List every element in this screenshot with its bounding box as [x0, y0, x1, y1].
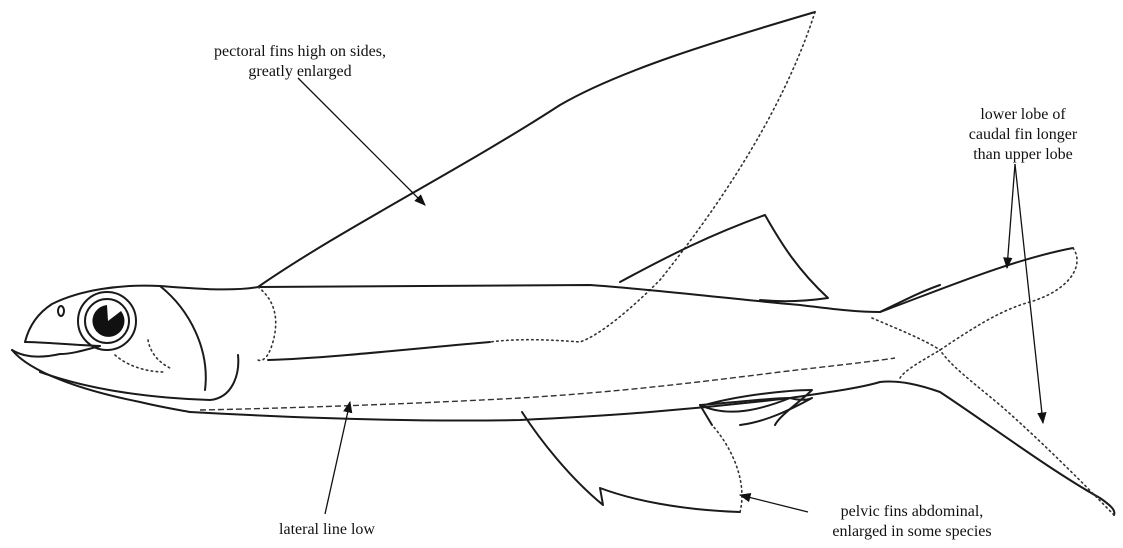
pectoral-pointer	[298, 78, 425, 205]
pectoral-label-line-2: greatly enlarged	[152, 62, 448, 82]
caudal-lower-pointer	[1015, 164, 1043, 423]
pelvic-label-line-2: enlarged in some species	[804, 522, 1020, 542]
caudal-fin-label: lower lobe of caudal fin longer than upp…	[935, 105, 1111, 165]
fish-eye	[78, 292, 136, 350]
caudal-label-line-2: caudal fin longer	[935, 125, 1111, 145]
pelvic-fin-label: pelvic fins abdominal, enlarged in some …	[804, 502, 1020, 542]
pelvic-label-line-1: pelvic fins abdominal,	[804, 502, 1020, 522]
pectoral-fin-label: pectoral fins high on sides, greatly enl…	[152, 42, 448, 82]
lateral-line-label-line-1: lateral line low	[239, 520, 415, 540]
lateral-line-label: lateral line low	[239, 520, 415, 540]
fish-body	[190, 285, 940, 421]
caudal-upper-pointer	[1007, 164, 1015, 268]
pectoral-label-line-1: pectoral fins high on sides,	[152, 42, 448, 62]
fish-head	[12, 286, 276, 412]
caudal-fin	[872, 248, 1114, 515]
dorsal-fin	[620, 215, 828, 301]
pelvic-fin	[522, 398, 812, 512]
pelvic-pointer	[740, 495, 808, 512]
caudal-label-line-3: than upper lobe	[935, 145, 1111, 165]
caudal-label-line-1: lower lobe of	[935, 105, 1111, 125]
